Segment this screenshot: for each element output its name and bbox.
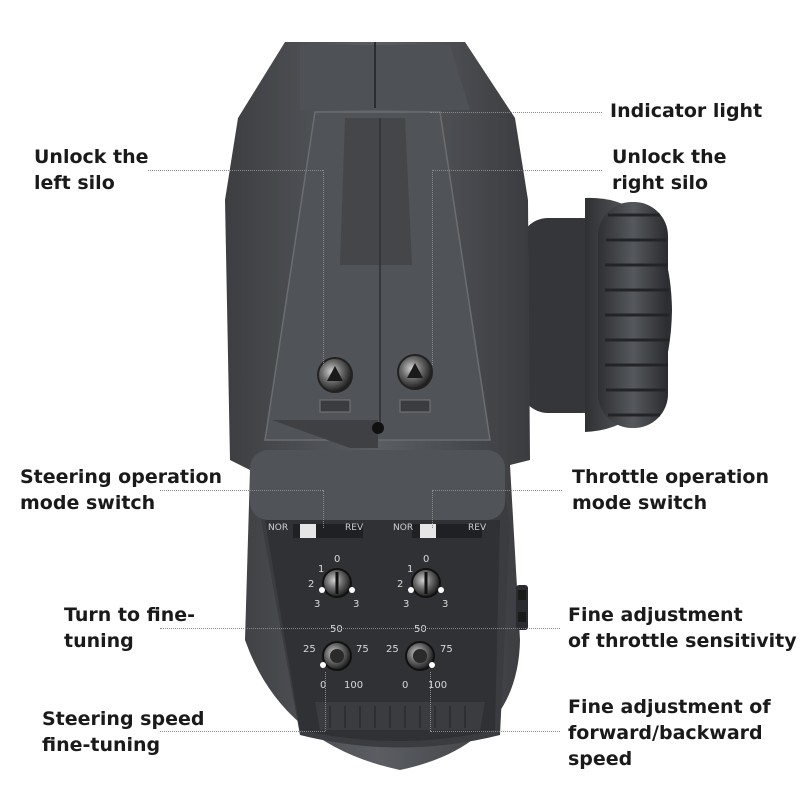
leader-right-silo [432,170,602,171]
steer-dial-1: 1 [318,564,324,575]
steering-wheel [520,197,672,432]
leader-steering-speed [160,731,325,732]
label-indicator-light-line1: Indicator light [610,100,763,122]
steering-nor-label: NOR [268,523,288,533]
throttle-dial-3: 3 [403,599,409,610]
steer-dial-3b: 3 [353,599,359,610]
steering-speed-dial[interactable] [320,641,352,671]
leader-throttle-mode-v [432,490,433,528]
steer-dial-2: 2 [308,579,314,590]
label-steering-mode-line1: Steering operation [20,466,223,488]
leader-left-silo-v [323,170,324,365]
label-turn-fine-line1: Turn to fine- [64,604,196,626]
leader-steering-speed-v [325,672,326,731]
throttle-rev-label: REV [468,523,487,533]
side-buttons[interactable] [516,585,528,630]
throttle-speed-50: 50 [414,624,427,635]
label-unlock-right-silo: Unlock the right silo [612,144,727,196]
left-silo-unlock-button[interactable] [317,357,353,413]
label-unlock-right-line2: right silo [612,172,709,194]
throttle-dial-1: 1 [407,564,413,575]
throttle-speed-0: 0 [402,680,408,691]
leader-left-silo [148,170,323,171]
label-steering-speed-line1: Steering speed [42,708,205,730]
throttle-speed-25: 25 [386,644,399,655]
label-throttle-mode-line1: Throttle operation [572,466,769,488]
leader-fwd-bwd-v [430,672,431,731]
steer-speed-75: 75 [356,644,369,655]
throttle-nor-label: NOR [393,523,413,533]
throttle-dial-2: 2 [397,579,403,590]
label-forward-backward-speed: Fine adjustment of forward/backward spee… [568,694,771,772]
leader-steering-mode-v [323,490,324,528]
leader-fwd-bwd [430,731,560,732]
steering-rev-label: REV [345,523,364,533]
label-unlock-left-line1: Unlock the [34,146,149,168]
label-unlock-left-line2: left silo [34,172,115,194]
steer-speed-50: 50 [330,624,343,635]
leader-steering-mode [160,490,323,491]
leader-throttle-mode [432,490,562,491]
steering-fine-tune-dial[interactable] [319,568,355,598]
steer-speed-100: 100 [344,680,363,691]
label-unlock-right-line1: Unlock the [612,146,727,168]
leader-fine-tuning [160,628,560,629]
throttle-speed-100: 100 [428,680,447,691]
throttle-dial-3b: 3 [442,599,448,610]
label-steering-mode-line2: mode switch [20,492,156,514]
throttle-fine-tune-dial[interactable] [408,568,444,598]
label-throttle-sens-line2: of throttle sensitivity [568,630,797,652]
label-fwd-bwd-line3: speed [568,748,633,770]
label-throttle-mode-switch: Throttle operation mode switch [572,464,769,516]
label-unlock-left-silo: Unlock the left silo [34,144,149,196]
label-turn-fine-line2: tuning [64,630,134,652]
label-steering-speed: Steering speed fine-tuning [42,706,204,758]
label-throttle-mode-line2: mode switch [572,492,708,514]
steer-dial-0: 0 [334,554,340,565]
label-steering-mode-switch: Steering operation mode switch [20,464,222,516]
leader-right-silo-v [432,170,433,365]
label-throttle-sensitivity: Fine adjustment of throttle sensitivity [568,602,797,654]
label-throttle-sens-line1: Fine adjustment [568,604,743,626]
label-turn-fine-tuning: Turn to fine- tuning [64,602,195,654]
steer-speed-25: 25 [303,644,316,655]
label-indicator-light: Indicator light [610,98,762,124]
label-fwd-bwd-line2: forward/backward [568,722,763,744]
label-fwd-bwd-line1: Fine adjustment of [568,696,771,718]
steer-speed-0: 0 [320,680,326,691]
steering-mode-switch[interactable] [293,524,363,538]
right-silo-unlock-button[interactable] [397,354,433,413]
label-steering-speed-line2: fine-tuning [42,734,161,756]
indicator-light [372,422,384,434]
throttle-dial-0: 0 [423,554,429,565]
steer-dial-3: 3 [314,599,320,610]
leader-indicator [430,112,602,113]
throttle-speed-75: 75 [440,644,453,655]
throttle-speed-dial[interactable] [405,641,435,671]
